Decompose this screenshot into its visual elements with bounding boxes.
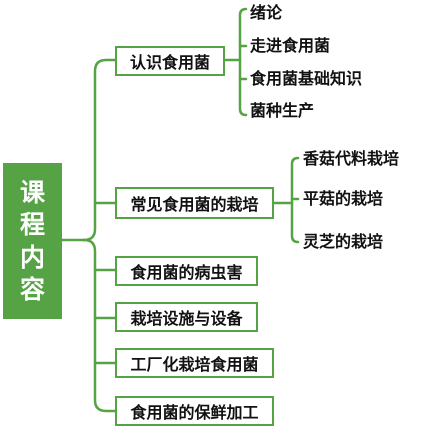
leaf-node: 走进食用菌	[250, 36, 331, 55]
branch-node-factory: 工厂化栽培食用菌	[115, 348, 274, 378]
branch-node-facilities: 栽培设施与设备	[115, 302, 258, 332]
leaf-node: 香菇代料栽培	[303, 149, 400, 168]
leaf-node: 食用菌基础知识	[250, 69, 363, 88]
leaf-node: 菌种生产	[250, 101, 315, 120]
leaf-node: 平菇的栽培	[303, 189, 384, 208]
leaf-node: 绪论	[250, 3, 283, 22]
branch-node-intro: 认识食用菌	[115, 46, 225, 76]
leaf-node: 灵芝的栽培	[303, 232, 384, 251]
root-char: 容	[19, 274, 45, 304]
root-node-course-content: 课 程 内 容	[3, 163, 62, 319]
branch-node-preservation: 食用菌的保鲜加工	[115, 396, 274, 426]
root-char: 课	[19, 178, 45, 208]
branch-node-pests: 食用菌的病虫害	[115, 256, 258, 286]
branch-node-common-cultivation: 常见食用菌的栽培	[115, 187, 274, 219]
root-char: 程	[19, 210, 45, 240]
root-char: 内	[19, 242, 45, 272]
